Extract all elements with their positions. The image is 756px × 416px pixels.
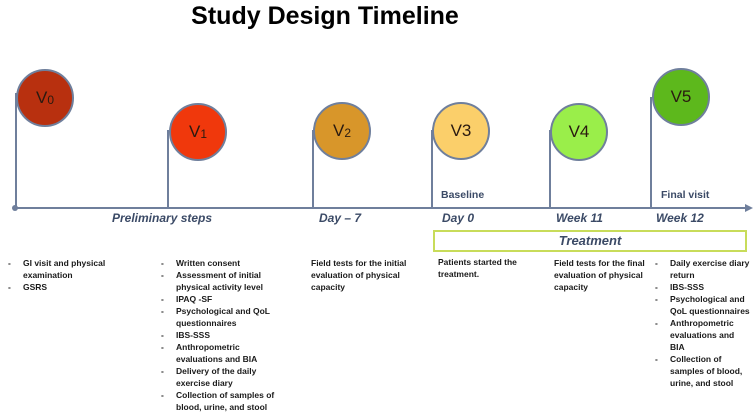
axis-arrow-icon: [745, 204, 753, 212]
visit-label: V: [188, 122, 201, 141]
page-title: Study Design Timeline: [191, 2, 459, 30]
phase-day-minus7: Day – 7: [319, 211, 362, 225]
visit-label: V: [35, 88, 48, 107]
v0-stem: [15, 93, 17, 208]
v5-stem: [650, 97, 652, 208]
visit-label: V4: [568, 122, 590, 141]
baseline-label: Baseline: [441, 189, 485, 201]
list-item: Daily exercise diary return: [655, 257, 750, 281]
v0-activities: GI visit and physical examination GSRS: [8, 257, 133, 293]
phase-week12: Week 12: [656, 211, 704, 225]
v2-stem: [312, 130, 314, 208]
v1-stem: [167, 130, 169, 208]
list-item: Delivery of the daily exercise diary: [161, 365, 286, 389]
v4-stem: [549, 130, 551, 208]
list-item: Collection of samples of blood, urine, a…: [161, 389, 286, 413]
v4-activities: Field tests for the final evaluation of …: [554, 257, 649, 293]
phase-day0: Day 0: [442, 211, 475, 225]
list-item: GI visit and physical examination: [8, 257, 133, 281]
activity-text: Field tests for the final evaluation of …: [554, 258, 645, 292]
timeline-axis: [15, 207, 747, 209]
activity-text: Field tests for the initial evaluation o…: [311, 258, 407, 292]
list-item: IBS-SSS: [161, 329, 286, 341]
visit-v4: V4: [550, 103, 608, 161]
final-visit-label: Final visit: [661, 189, 710, 201]
axis-origin-dot: [12, 205, 18, 211]
list-item: IPAQ -SF: [161, 293, 286, 305]
visit-label: V5: [670, 87, 692, 106]
list-item: GSRS: [8, 281, 133, 293]
visit-label: V3: [450, 121, 472, 140]
v2-activities: Field tests for the initial evaluation o…: [311, 257, 411, 293]
visit-v3: V3: [432, 102, 490, 160]
phase-preliminary: Preliminary steps: [112, 211, 213, 225]
list-item: IBS-SSS: [655, 281, 750, 293]
visit-subscript: 0: [47, 93, 55, 107]
activity-text: Patients started the treatment.: [438, 257, 517, 279]
list-item: Psychological and QoL questionnaires: [161, 305, 286, 329]
visit-subscript: 1: [200, 127, 208, 141]
visit-subscript: 2: [344, 126, 352, 140]
list-item: Assessment of initial physical activity …: [161, 269, 286, 293]
list-item: Collection of samples of blood, urine, a…: [655, 353, 750, 389]
visit-label: V: [332, 121, 345, 140]
v3-activities: Patients started the treatment.: [438, 256, 523, 280]
list-item: Anthropometric evaluations and BIA: [161, 341, 286, 365]
list-item: Written consent: [161, 257, 286, 269]
list-item: Psychological and QoL questionnaires: [655, 293, 750, 317]
list-item: Anthropometric evaluations and BIA: [655, 317, 750, 353]
v3-stem: [431, 130, 433, 208]
treatment-box: Treatment: [433, 230, 747, 252]
phase-week11: Week 11: [556, 211, 603, 225]
visit-v5: V5: [652, 68, 710, 126]
v5-activities: Daily exercise diary return IBS-SSS Psyc…: [655, 257, 750, 389]
v1-activities: Written consent Assessment of initial ph…: [161, 257, 286, 413]
